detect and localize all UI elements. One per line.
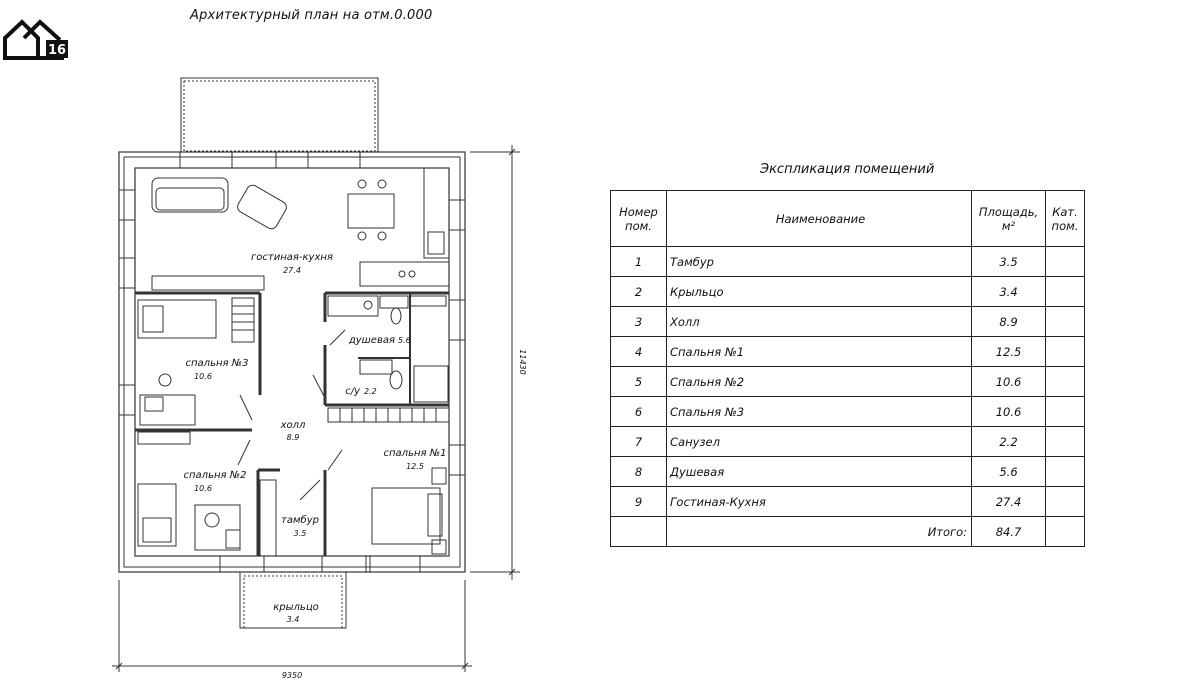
row-category (1045, 306, 1085, 337)
row-name: Тамбур (666, 246, 972, 277)
room-name: тамбур (281, 514, 319, 526)
table-row: 6 Спальня №3 10.6 (610, 396, 1085, 427)
header-category: Кат. пом. (1045, 190, 1085, 247)
room-name: душевая (348, 335, 395, 346)
header-number: Номер пом. (610, 190, 667, 247)
total-row: Итого: 84.7 (610, 516, 1085, 547)
row-category (1045, 486, 1085, 517)
dimension-width: 9350 (282, 671, 302, 680)
table-row: 1 Тамбур 3.5 (610, 246, 1085, 277)
row-area: 3.5 (971, 246, 1046, 277)
row-area: 5.6 (971, 456, 1046, 487)
row-number: 6 (610, 396, 667, 427)
row-number: 4 (610, 336, 667, 367)
room-name: спальня №2 (184, 470, 247, 481)
row-category (1045, 426, 1085, 457)
total-label: Итого: (666, 516, 972, 547)
row-area: 2.2 (971, 426, 1046, 457)
table-row: 2 Крыльцо 3.4 (610, 276, 1085, 307)
row-number: 8 (610, 456, 667, 487)
table-row: 4 Спальня №1 12.5 (610, 336, 1085, 367)
table-row: 7 Санузел 2.2 (610, 426, 1085, 457)
row-name: Санузел (666, 426, 972, 457)
room-name: спальня №3 (186, 358, 249, 369)
logo-badge-text: 16 (48, 43, 66, 58)
room-name: гостиная-кухня (251, 252, 333, 263)
dimension-height: 11430 (518, 349, 527, 374)
row-number: 9 (610, 486, 667, 517)
row-name: Спальня №1 (666, 336, 972, 367)
table-row: 8 Душевая 5.6 (610, 456, 1085, 487)
room-area: 3.5 (294, 529, 307, 538)
explication-title: Экспликация помещений (760, 162, 935, 177)
row-area: 12.5 (971, 336, 1046, 367)
room-name: холл (280, 420, 306, 431)
room-name: с/у (345, 386, 361, 397)
row-number: 5 (610, 366, 667, 397)
row-area: 27.4 (971, 486, 1046, 517)
explication-table: Номер пом. Наименование Площадь, м² Кат.… (610, 190, 1085, 547)
header-area: Площадь, м² (971, 190, 1046, 247)
table-row: 3 Холл 8.9 (610, 306, 1085, 337)
logo-house-icon: 16 (2, 19, 68, 60)
room-name: крыльцо (273, 602, 319, 613)
room-area: 3.4 (287, 615, 300, 624)
room-name: спальня №1 (384, 448, 447, 459)
row-number: 1 (610, 246, 667, 277)
header-name: Наименование (666, 190, 972, 247)
room-area: 2.2 (364, 387, 377, 396)
room-area: 5.6 (398, 336, 411, 345)
row-category (1045, 396, 1085, 427)
row-area: 10.6 (971, 396, 1046, 427)
row-area: 8.9 (971, 306, 1046, 337)
row-name: Спальня №2 (666, 366, 972, 397)
row-name: Гостиная-Кухня (666, 486, 972, 517)
row-category (1045, 276, 1085, 307)
row-name: Холл (666, 306, 972, 337)
row-name: Душевая (666, 456, 972, 487)
room-area: 10.6 (194, 484, 212, 493)
plan-title: Архитектурный план на отм.0.000 (190, 8, 433, 23)
table-row: 5 Спальня №2 10.6 (610, 366, 1085, 397)
row-category (1045, 366, 1085, 397)
row-number: 3 (610, 306, 667, 337)
row-category (1045, 246, 1085, 277)
row-name: Крыльцо (666, 276, 972, 307)
row-number: 2 (610, 276, 667, 307)
row-number: 7 (610, 426, 667, 457)
row-name: Спальня №3 (666, 396, 972, 427)
room-area: 8.9 (287, 433, 300, 442)
room-area: 27.4 (283, 266, 301, 275)
row-area: 3.4 (971, 276, 1046, 307)
total-value: 84.7 (971, 516, 1046, 547)
row-area: 10.6 (971, 366, 1046, 397)
row-category (1045, 336, 1085, 367)
table-row: 9 Гостиная-Кухня 27.4 (610, 486, 1085, 517)
room-area: 10.6 (194, 372, 212, 381)
row-category (1045, 456, 1085, 487)
floor-plan-drawing: гостиная-кухня 27.4 спальня №3 10.6 душе… (112, 77, 527, 680)
room-area: 12.5 (406, 462, 424, 471)
table-header-row: Номер пом. Наименование Площадь, м² Кат.… (610, 190, 1085, 247)
